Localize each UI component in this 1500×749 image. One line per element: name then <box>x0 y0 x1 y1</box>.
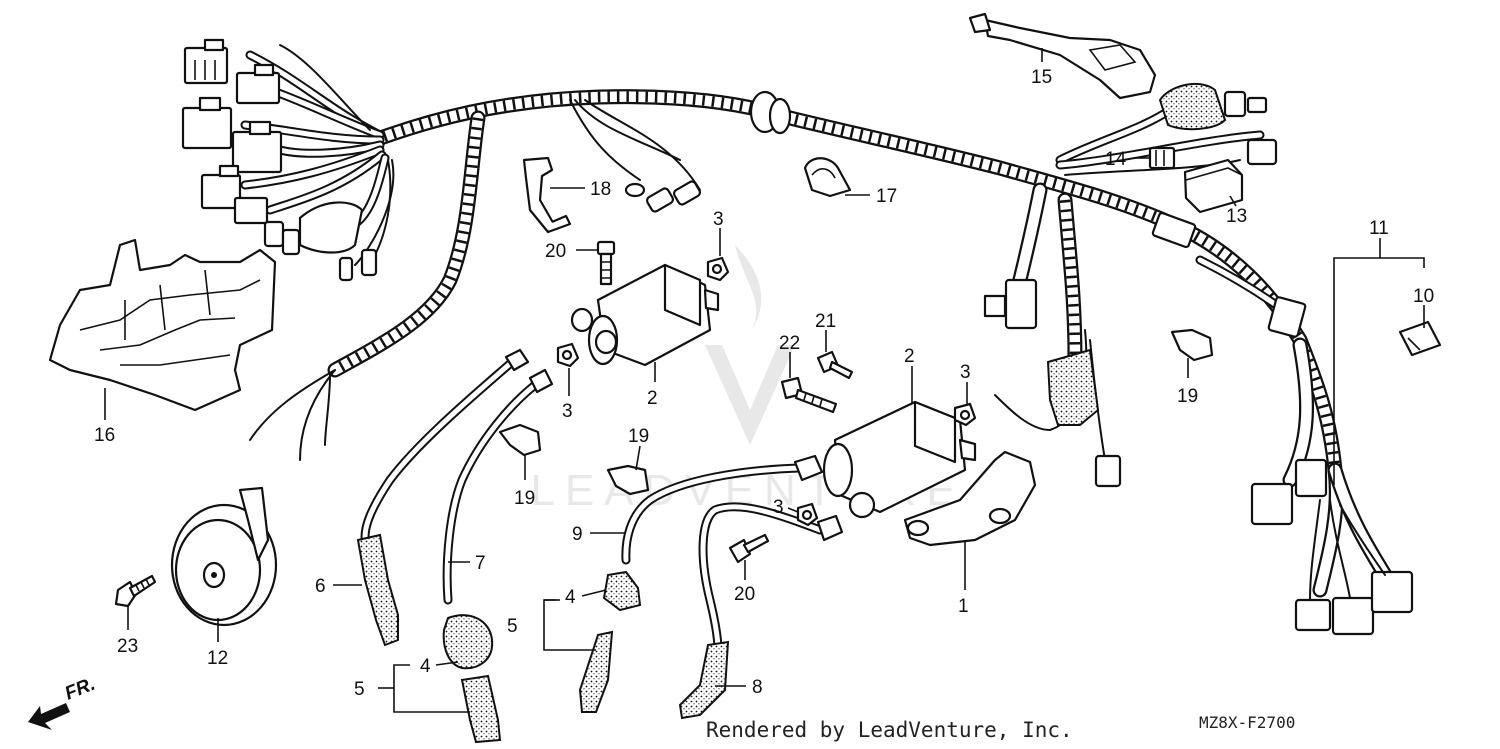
part-2-ignition-coil-lower <box>822 400 977 519</box>
round-connector-upper <box>1158 82 1268 131</box>
callout-13: 13 <box>1226 206 1247 227</box>
callout-4-middle: 4 <box>565 587 576 608</box>
part-3-nut-right <box>953 402 977 427</box>
ground-terminal-connectors <box>624 180 702 213</box>
part-9-plug-wire <box>621 454 824 565</box>
callouts: 1 2 2 3 3 3 3 4 5 4 5 6 <box>94 48 1434 713</box>
diagram-code: MZ8X-F2700 <box>1199 713 1296 732</box>
part-1-bracket <box>903 450 1037 547</box>
callout-1: 1 <box>958 596 969 617</box>
callout-6: 6 <box>315 576 326 597</box>
callout-20-lower: 20 <box>734 584 755 605</box>
part-5-cap-middle <box>578 630 614 713</box>
part-19-clip-right <box>1170 328 1214 362</box>
part-4-cap-left <box>442 614 494 670</box>
part-21-bolt <box>816 350 854 380</box>
part-19-clip-left <box>498 423 542 457</box>
part-19-clip-middle <box>606 464 650 496</box>
callout-17: 17 <box>876 186 897 207</box>
callout-2-lower: 2 <box>904 346 915 367</box>
front-direction-arrow: FR. <box>28 674 98 730</box>
callout-12: 12 <box>207 648 228 669</box>
credit-text: Rendered by LeadVenture, Inc. <box>706 718 1073 742</box>
callout-11: 11 <box>1369 218 1389 239</box>
callout-3-middle: 3 <box>562 401 573 422</box>
part-17-clamp <box>803 157 852 198</box>
part-11-connectors <box>1250 458 1414 636</box>
callout-8: 8 <box>752 677 763 698</box>
part-12-horn <box>170 486 278 627</box>
callout-22: 22 <box>779 333 800 354</box>
part-15-bracket <box>968 12 1157 100</box>
part-7-plug-wire <box>442 368 554 605</box>
callout-4-left: 4 <box>420 656 431 677</box>
part-3-nut-middle <box>556 342 580 368</box>
callout-23: 23 <box>117 636 138 657</box>
callout-21: 21 <box>815 311 836 332</box>
part-22-bolt <box>780 376 838 414</box>
part-23-bolt <box>114 574 157 608</box>
callout-3-lower: 3 <box>773 497 784 518</box>
part-8-plug-wire <box>678 502 844 720</box>
part-4-cap-middle <box>602 570 642 612</box>
callout-18: 18 <box>590 179 611 200</box>
callout-5-middle: 5 <box>507 616 518 637</box>
callout-20-upper: 20 <box>545 241 566 262</box>
callout-2-upper: 2 <box>647 388 658 409</box>
callout-3-upper: 3 <box>713 209 724 230</box>
callout-7: 7 <box>475 553 486 574</box>
callout-19-middle: 19 <box>628 426 649 447</box>
callout-15: 15 <box>1031 67 1052 88</box>
left-connectors <box>181 38 378 282</box>
front-direction-label: FR. <box>62 674 98 705</box>
part-20-bolt-upper <box>596 240 616 286</box>
part-16-bracket <box>48 238 277 412</box>
part-18-clamp <box>522 156 572 234</box>
part-3-nut-lower <box>796 502 819 527</box>
part-10-connector <box>1398 320 1442 357</box>
callout-19-left: 19 <box>514 488 535 509</box>
callout-9: 9 <box>572 524 583 545</box>
part-3-nut-upper <box>706 256 730 282</box>
callout-16: 16 <box>94 425 115 446</box>
part-5-cap-left <box>460 674 502 744</box>
part-2-ignition-coil-upper <box>570 263 720 367</box>
part-14-connector <box>1148 146 1176 170</box>
part-13-relay <box>1183 138 1278 214</box>
callout-10: 10 <box>1413 286 1434 307</box>
callout-5-left: 5 <box>354 679 365 700</box>
callout-19-right: 19 <box>1177 386 1198 407</box>
mid-connectors <box>983 211 1307 488</box>
callout-3-right: 3 <box>960 362 971 383</box>
part-20-bolt-lower <box>728 533 770 564</box>
callout-14: 14 <box>1105 149 1127 170</box>
part-6-plug-wire <box>356 348 530 647</box>
